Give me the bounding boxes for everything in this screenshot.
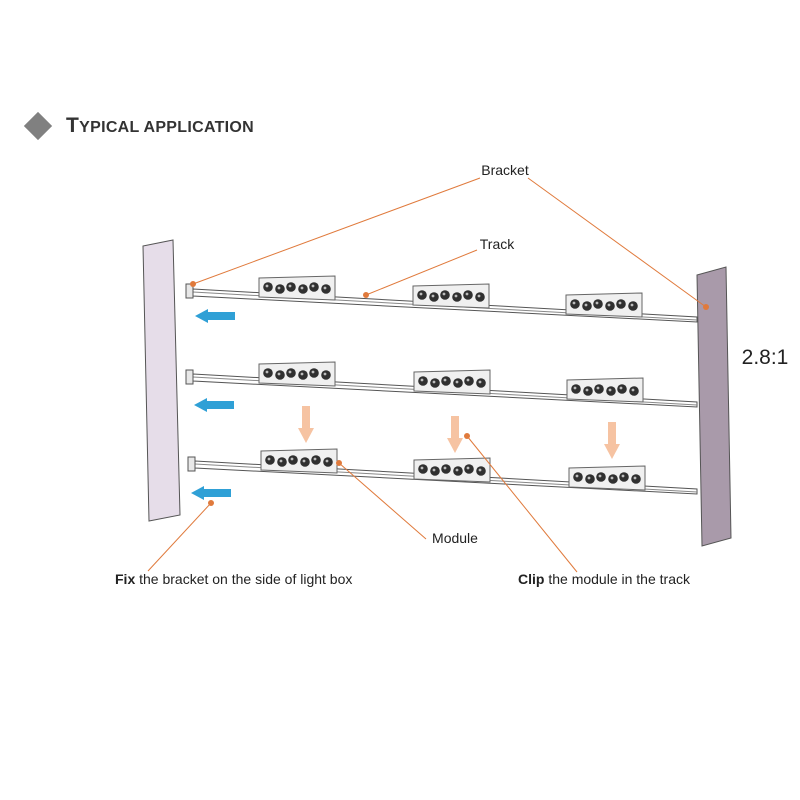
bracket — [187, 456, 196, 472]
ratio-label: 2.8:1 — [742, 346, 789, 369]
bracket — [185, 283, 194, 299]
arrow-left-icon — [195, 309, 235, 323]
arrow-down-icon — [298, 406, 314, 443]
module-label: Module — [432, 530, 478, 546]
track-row-2 — [185, 361, 698, 408]
section-title: TYPICAL APPLICATION — [66, 114, 254, 138]
section-header: TYPICAL APPLICATION — [22, 108, 254, 144]
arrow-down-icon — [604, 422, 620, 459]
module — [412, 283, 490, 309]
arrow-left-icon — [194, 398, 234, 412]
track-row-3 — [187, 448, 698, 495]
track-row-1 — [185, 275, 698, 323]
clip-arrows — [298, 406, 620, 459]
arrow-left-icon — [191, 486, 231, 500]
module — [566, 377, 644, 403]
leader-dots — [190, 281, 709, 506]
fix-bold: Fix — [115, 571, 135, 587]
leader-lines — [147, 177, 707, 573]
arrow-down-icon — [447, 416, 463, 453]
module — [568, 465, 646, 491]
module — [258, 361, 336, 387]
module — [413, 369, 491, 395]
title-rest: YPICAL APPLICATION — [79, 119, 255, 136]
push-arrows — [191, 309, 235, 500]
fix-caption: Fix the bracket on the side of light box — [115, 571, 352, 587]
bracket — [185, 369, 194, 385]
module — [565, 292, 643, 318]
title-first-letter: T — [66, 114, 80, 137]
clip-text: the module in the track — [544, 571, 691, 587]
fix-text: the bracket on the side of light box — [135, 571, 352, 587]
clip-bold: Clip — [518, 571, 544, 587]
module — [413, 457, 491, 483]
left-side-panel — [142, 239, 181, 522]
module — [258, 275, 336, 301]
clip-caption: Clip the module in the track — [518, 571, 691, 587]
track-label: Track — [480, 236, 515, 252]
module — [260, 448, 338, 474]
right-side-panel — [696, 266, 732, 547]
bracket-label: Bracket — [481, 162, 529, 178]
